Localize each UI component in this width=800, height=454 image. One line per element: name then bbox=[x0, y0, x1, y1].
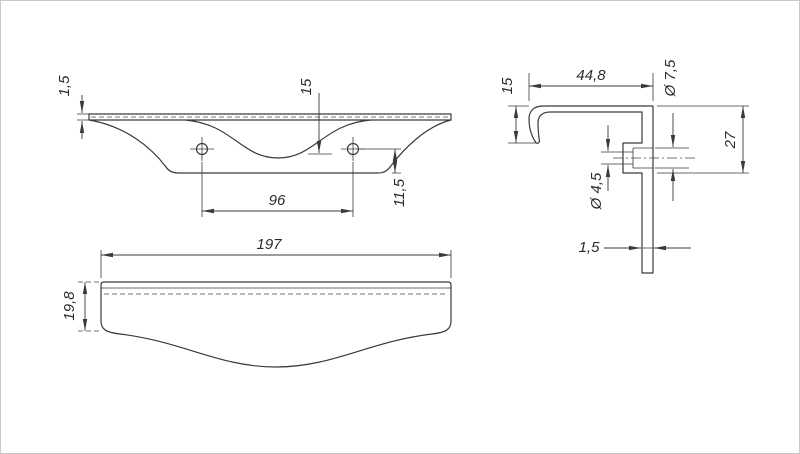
front-view-outline bbox=[88, 113, 452, 174]
dim-label-width: 44,8 bbox=[576, 67, 606, 84]
top-extension-lines bbox=[100, 250, 452, 278]
top-extension-lines-dashed bbox=[76, 281, 99, 332]
dim-label-length: 197 bbox=[256, 236, 282, 253]
dim-label-edge-height: 11,5 bbox=[391, 178, 408, 207]
side-extension-lines bbox=[508, 73, 749, 249]
top-view-outline bbox=[100, 281, 452, 368]
dim-label-height: 27 bbox=[722, 131, 739, 149]
dim-label-depth: 19,8 bbox=[61, 291, 78, 321]
dim-label-wall-thickness: 1,5 bbox=[579, 239, 601, 256]
dim-label-flange-thickness: 1,5 bbox=[56, 75, 73, 97]
front-view: 1,5 15 96 11,5 bbox=[56, 75, 452, 217]
front-extension-lines bbox=[77, 113, 401, 217]
side-view: 15 44,8 Ø 7,5 27 Ø 4,5 1,5 bbox=[499, 59, 749, 274]
top-view: 197 19,8 bbox=[61, 236, 452, 368]
dim-label-lip-height: 15 bbox=[499, 77, 516, 94]
dim-label-hole-diameter: Ø 4,5 bbox=[588, 172, 605, 210]
dim-label-hole-spacing: 96 bbox=[269, 192, 286, 209]
side-view-outline bbox=[528, 105, 654, 274]
hole-centerlines bbox=[190, 137, 365, 161]
dim-label-counterbore-diameter: Ø 7,5 bbox=[662, 59, 679, 97]
dim-label-recess-depth: 15 bbox=[298, 78, 315, 95]
